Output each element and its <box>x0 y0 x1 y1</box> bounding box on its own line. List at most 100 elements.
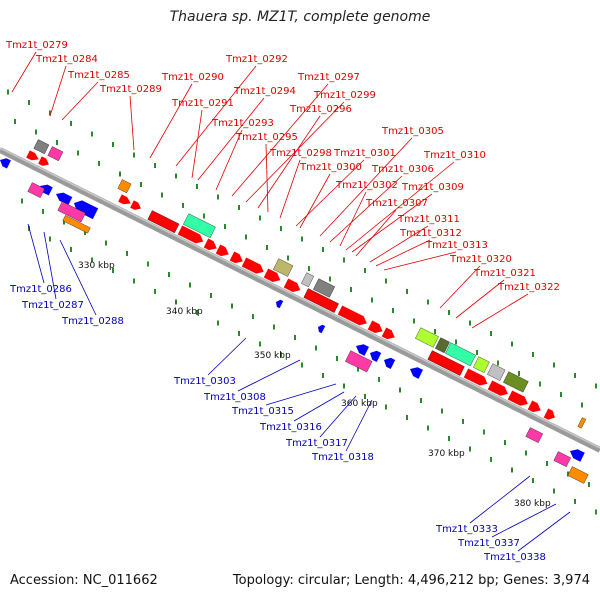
tick-mark <box>448 310 450 315</box>
tick-mark <box>168 272 170 277</box>
tick-mark <box>525 450 527 456</box>
tick-mark <box>49 110 51 116</box>
tick-mark <box>392 308 394 313</box>
tick-mark <box>294 335 296 340</box>
leader-line <box>59 239 97 316</box>
tick-mark <box>301 236 303 242</box>
tick-mark <box>245 234 247 240</box>
forward-gene-label: Tmz1t_0309 <box>401 182 464 193</box>
tick-mark <box>588 482 590 487</box>
gene-box <box>473 356 490 373</box>
forward-gene-label: Tmz1t_0297 <box>297 72 360 83</box>
tick-mark <box>112 142 114 147</box>
tick-mark <box>126 251 128 256</box>
tick-mark <box>182 203 184 208</box>
gene-arrow <box>381 327 395 340</box>
tick-mark <box>175 173 177 179</box>
tick-mark <box>413 318 415 324</box>
reverse-gene-label: Tmz1t_0315 <box>231 406 294 417</box>
tick-mark <box>378 377 380 382</box>
gene-box <box>503 371 529 393</box>
forward-gene-label: Tmz1t_0301 <box>333 148 396 159</box>
tick-mark <box>469 320 471 326</box>
leader-line <box>49 65 67 117</box>
tick-mark <box>595 509 597 515</box>
gene-arrow <box>263 268 281 282</box>
gene-feature <box>215 244 229 257</box>
tick-mark <box>70 247 72 252</box>
leader-line <box>491 503 557 538</box>
gene-arrow <box>527 400 541 413</box>
leader-line <box>27 223 45 284</box>
gene-feature <box>507 390 528 406</box>
gene-feature <box>318 324 326 334</box>
leader-line <box>293 391 345 422</box>
gene-feature <box>47 146 64 162</box>
leader-line <box>319 137 413 237</box>
leader-line <box>191 109 203 179</box>
gene-feature <box>241 257 264 274</box>
tick-mark <box>119 171 121 177</box>
tick-mark <box>511 341 513 347</box>
tick-mark <box>567 471 569 477</box>
tick-mark <box>595 383 597 389</box>
gene-feature <box>40 184 53 196</box>
tick-mark <box>434 329 436 334</box>
reverse-gene-label: Tmz1t_0287 <box>21 300 84 311</box>
scale-label: 340 kbp <box>166 307 203 317</box>
gene-box <box>313 278 335 298</box>
gene-feature <box>283 278 301 292</box>
tick-mark <box>539 381 541 387</box>
tick-mark <box>56 140 58 145</box>
tick-mark <box>42 209 44 214</box>
tick-mark <box>147 261 149 267</box>
leader-line <box>299 173 331 229</box>
gene-box <box>147 210 180 234</box>
forward-gene-label: Tmz1t_0320 <box>449 254 512 265</box>
leader-line <box>351 193 433 253</box>
gene-feature <box>33 139 50 155</box>
leader-line <box>375 239 431 267</box>
tick-mark <box>105 240 107 246</box>
gene-arrow <box>229 251 243 264</box>
leader-line <box>237 359 301 392</box>
gene-box <box>303 288 339 313</box>
gene-box <box>427 350 465 376</box>
tick-mark <box>357 366 359 372</box>
gene-arrow <box>241 257 264 274</box>
tick-mark <box>7 89 9 95</box>
tick-mark <box>161 192 163 198</box>
gene-feature <box>527 400 541 413</box>
gene-box <box>301 272 315 288</box>
tick-mark <box>77 150 79 156</box>
gene-feature <box>367 320 383 334</box>
reverse-gene-label: Tmz1t_0308 <box>203 392 266 403</box>
tick-mark <box>490 331 492 336</box>
tick-mark <box>301 362 303 368</box>
gene-box <box>577 417 587 429</box>
forward-gene-label: Tmz1t_0292 <box>225 54 288 65</box>
tick-mark <box>322 247 324 252</box>
tick-mark <box>217 320 219 326</box>
gene-feature <box>229 251 243 264</box>
gene-feature <box>567 466 589 484</box>
tick-mark <box>196 184 198 189</box>
tick-mark <box>91 257 93 263</box>
forward-gene-label: Tmz1t_0300 <box>299 162 362 173</box>
scale-label: 360 kbp <box>341 399 378 409</box>
tick-mark <box>406 289 408 294</box>
tick-mark <box>553 362 555 368</box>
tick-mark <box>175 299 177 305</box>
forward-gene-label: Tmz1t_0322 <box>497 282 560 293</box>
tick-mark <box>259 341 261 347</box>
tick-mark <box>273 324 275 330</box>
gene-box <box>183 213 216 238</box>
forward-gene-label: Tmz1t_0284 <box>35 54 98 65</box>
gene-feature <box>427 350 465 376</box>
backbone-highlight <box>0 147 600 449</box>
gene-feature <box>303 288 339 313</box>
leader-line <box>43 231 57 300</box>
forward-gene-label: Tmz1t_0298 <box>269 148 332 159</box>
tick-mark <box>252 314 254 319</box>
gene-box <box>567 466 589 484</box>
